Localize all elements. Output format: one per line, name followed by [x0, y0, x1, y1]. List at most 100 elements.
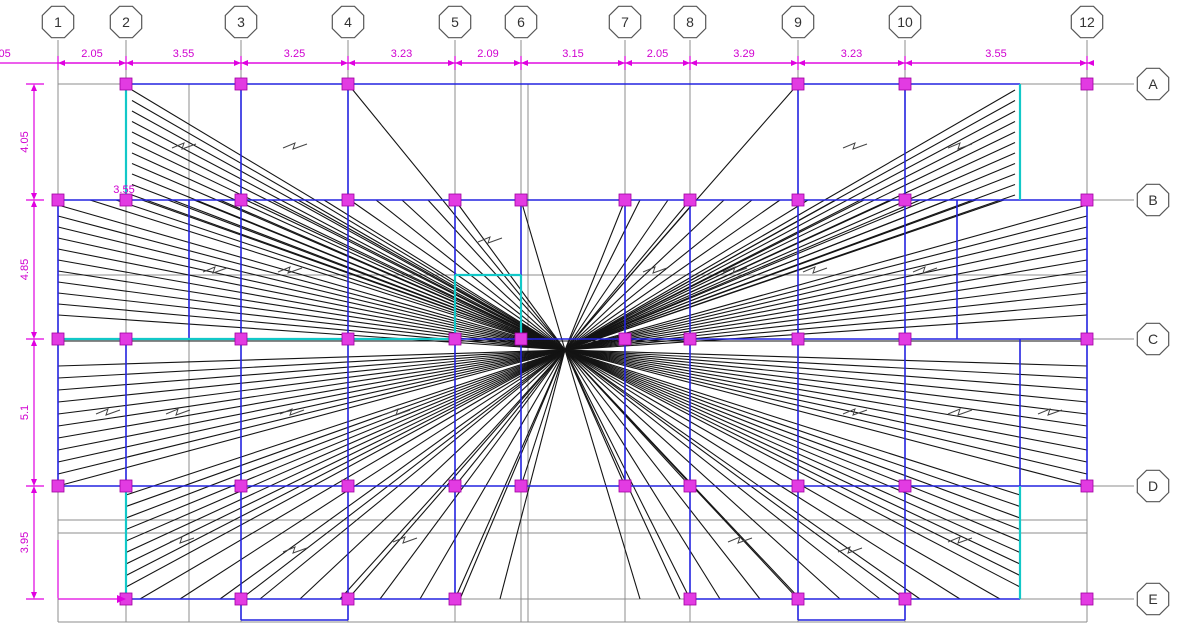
column-marker [791, 332, 805, 346]
slab-span-marker [282, 142, 308, 150]
load-path-line [57, 237, 566, 351]
column-marker [234, 592, 248, 606]
load-path-line [564, 199, 949, 351]
grid-bubble-label: 6 [517, 14, 525, 30]
grid-bubble-label: 8 [686, 14, 694, 30]
vertical-dimension: 4.85 [19, 200, 37, 339]
slab-span-marker [169, 536, 195, 544]
load-path-line [57, 349, 566, 487]
load-path-line [564, 226, 1088, 351]
column-marker [791, 592, 805, 606]
load-path-line [564, 349, 1088, 367]
slab-span-marker [842, 408, 868, 416]
load-path-line [125, 349, 566, 565]
load-path-line [564, 199, 725, 351]
grid-bubble-label: 4 [344, 14, 352, 30]
load-path-line [564, 152, 1016, 351]
load-path-line [564, 162, 1016, 351]
load-path-line [125, 349, 566, 553]
load-path-line [454, 349, 566, 600]
column-marker [448, 479, 462, 493]
load-path-line [564, 199, 865, 351]
column-marker [898, 77, 912, 91]
load-path-line [125, 349, 566, 588]
column-marker [234, 332, 248, 346]
load-path-line [125, 349, 566, 496]
load-path-line [564, 349, 1088, 391]
dimension-label: 3.29 [733, 48, 754, 60]
slab-span-marker [277, 266, 303, 274]
column-marker [898, 332, 912, 346]
load-path-line [564, 89, 1016, 351]
load-path-line [564, 131, 1016, 351]
columns [51, 77, 1094, 606]
beam-lines [57, 83, 1088, 621]
load-path-line [379, 349, 566, 600]
load-path-line [564, 199, 626, 351]
slab-span-marker [947, 408, 973, 416]
slab-span-marker [947, 142, 973, 150]
load-path-line [57, 248, 566, 351]
column-marker [448, 332, 462, 346]
load-path-line [89, 199, 566, 351]
load-path-line [219, 349, 566, 600]
dimension-label: 3.23 [841, 48, 862, 60]
load-path-line [564, 349, 1021, 576]
load-path-line [115, 199, 566, 351]
load-path-line [57, 349, 566, 463]
column-marker [51, 479, 65, 493]
column-marker [234, 479, 248, 493]
grid-bubble-label: 7 [621, 14, 629, 30]
load-path-line [193, 199, 566, 351]
dimension-label: 2.05 [0, 48, 11, 60]
load-path-line [564, 349, 906, 600]
load-path-line [564, 349, 1021, 531]
vertical-dimension: 5.1 [19, 339, 37, 486]
load-path-line [564, 199, 641, 351]
column-marker [51, 193, 65, 207]
load-path-line [564, 199, 977, 351]
load-path-line [57, 204, 566, 351]
grid-bubble-label: 1 [54, 14, 62, 30]
load-path-line [419, 349, 566, 600]
load-path-line [564, 215, 1088, 351]
column-marker [683, 332, 697, 346]
load-path-line [219, 199, 566, 351]
column-marker [1080, 592, 1094, 606]
column-marker [514, 479, 528, 493]
load-path-line [564, 199, 837, 351]
load-path-lines [57, 83, 1088, 600]
column-marker [683, 193, 697, 207]
slab-span-marker [165, 408, 191, 416]
slab-span-marker [385, 408, 411, 416]
load-path-line [125, 349, 566, 519]
slab-span-marker [727, 536, 753, 544]
load-path-line [564, 199, 669, 351]
column-marker [514, 193, 528, 207]
grid-bubble-label: 9 [794, 14, 802, 30]
load-path-line [564, 349, 641, 600]
load-path-line [271, 199, 566, 351]
load-path-line [454, 349, 566, 487]
load-path-line [564, 270, 1088, 351]
load-path-line [57, 349, 566, 367]
slab-span-marker [842, 142, 868, 150]
slab-span-marker [947, 536, 973, 544]
slab-span-marker [722, 266, 748, 274]
dimension-label: 4.85 [19, 259, 31, 280]
load-path-line [564, 349, 1021, 496]
column-marker [1080, 77, 1094, 91]
column-marker [234, 193, 248, 207]
column-marker [341, 77, 355, 91]
load-path-line [564, 349, 1021, 508]
load-path-line [564, 314, 1088, 351]
grid-bubble-col-1: 1 [41, 5, 75, 39]
vertical-dimension: 3.95 [19, 486, 37, 599]
grid-bubble-col-3: 3 [224, 5, 258, 39]
load-path-line [564, 110, 1016, 351]
load-path-line [564, 349, 1088, 475]
load-path-line [564, 349, 961, 600]
column-marker [898, 193, 912, 207]
column-marker [1080, 332, 1094, 346]
